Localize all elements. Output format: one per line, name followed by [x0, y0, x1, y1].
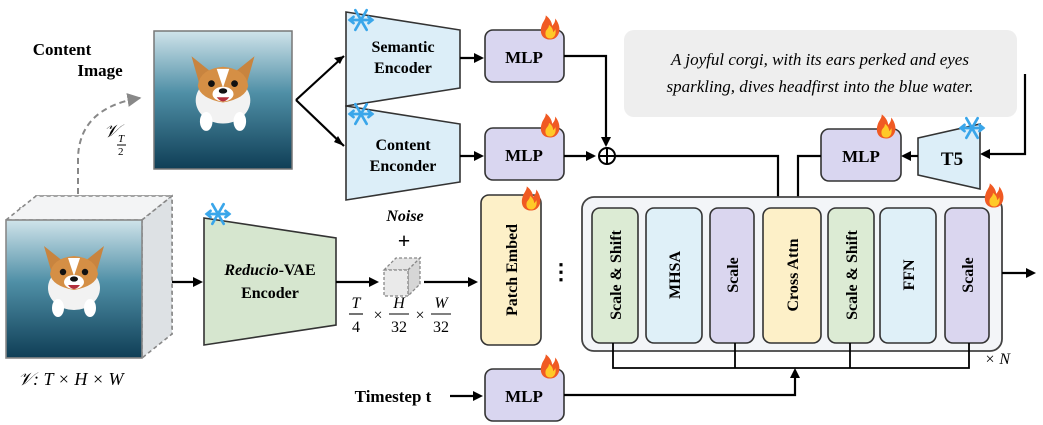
svg-text:Content: Content	[375, 137, 431, 154]
arrow-to-semantic	[295, 55, 345, 101]
subsample-label: 𝒱 T 2	[104, 121, 126, 158]
semantic-to-sum	[564, 54, 608, 145]
content-image-label-line1: Content	[33, 40, 92, 59]
svg-text:Enconder: Enconder	[370, 158, 437, 175]
scale-shift-block: Scale & Shift	[827, 207, 875, 344]
subsample-arrow	[77, 93, 142, 194]
mlp-content: MLP	[484, 127, 565, 181]
svg-text:4: 4	[352, 319, 360, 336]
cross-attn-block: Cross Attn	[762, 207, 822, 344]
svg-text:W: W	[434, 295, 449, 312]
fire-icon	[540, 354, 560, 379]
patch-embed: Patch Embed	[480, 194, 542, 346]
content-image	[153, 30, 293, 170]
content-image-label-line2: Image	[77, 61, 123, 80]
t5-encoder: T5	[917, 122, 981, 191]
scale-block: Scale	[944, 207, 990, 344]
fire-icon	[984, 183, 1004, 208]
video-label: 𝒱: T × H × W	[18, 369, 125, 389]
latent-cube	[382, 256, 422, 298]
svg-text:T: T	[352, 295, 362, 312]
dit-block-label: Cross Attn	[785, 238, 802, 311]
svg-text:MLP: MLP	[505, 387, 543, 406]
svg-text:×: ×	[415, 307, 424, 324]
svg-text:sparkling, dives headfirst int: sparkling, dives headfirst into the blue…	[667, 77, 974, 96]
timestep-to-modulation	[564, 372, 797, 397]
dit-block-label: MHSA	[667, 251, 684, 299]
dit-block-label: Scale & Shift	[608, 229, 625, 319]
dit-block-label: Scale	[960, 257, 977, 293]
semantic-encoder: Semantic Encoder	[345, 11, 461, 107]
ellipsis: ⋮	[550, 259, 572, 284]
noise-label: Noise	[385, 208, 423, 225]
scale-shift-block: Scale & Shift	[591, 207, 639, 344]
fire-icon	[521, 186, 541, 211]
svg-text:Patch Embed: Patch Embed	[504, 224, 521, 316]
dit-block-label: Scale & Shift	[844, 229, 861, 319]
latent-shape: T 4 × H 32 × W 32	[349, 295, 451, 336]
svg-text:Encoder: Encoder	[374, 60, 432, 77]
svg-text:MLP: MLP	[505, 48, 543, 67]
condition-to-cross-attn	[615, 154, 780, 204]
repeat-label: × N	[985, 351, 1012, 368]
dit-block-label: FFN	[901, 259, 918, 291]
reducio-vae-encoder: Reducio-VAE Encoder	[203, 217, 337, 346]
text-to-cross-attn	[796, 154, 821, 204]
svg-text:H: H	[392, 295, 406, 312]
input-video-cube	[3, 194, 175, 360]
svg-text:MLP: MLP	[505, 146, 543, 165]
dit-block-label: Scale	[725, 257, 742, 293]
svg-text:MLP: MLP	[842, 147, 880, 166]
video-frame-image	[5, 219, 143, 359]
content-encoder: Content Enconder	[345, 105, 461, 201]
svg-text:32: 32	[433, 319, 449, 336]
fire-icon	[540, 113, 560, 138]
text-prompt: A joyful corgi, with its ears perked and…	[624, 30, 1017, 117]
svg-text:Reducio-VAE: Reducio-VAE	[223, 262, 315, 279]
svg-text:2: 2	[118, 146, 124, 158]
fire-icon	[876, 114, 896, 139]
svg-text:Encoder: Encoder	[241, 285, 299, 302]
scale-block: Scale	[709, 207, 755, 344]
svg-text:T5: T5	[941, 149, 963, 170]
plus-sign: +	[398, 228, 411, 253]
timestep-label: Timestep t	[355, 387, 432, 406]
ffn-block: FFN	[879, 207, 937, 344]
svg-text:T: T	[118, 133, 125, 145]
sum-node	[598, 147, 616, 165]
prompt-to-t5	[984, 74, 1027, 156]
modulation-bus	[612, 343, 970, 369]
svg-text:A joyful corgi, with its ears: A joyful corgi, with its ears perked and…	[670, 50, 969, 69]
fire-icon	[540, 15, 560, 40]
svg-text:×: ×	[373, 307, 382, 324]
mhsa-block: MHSA	[645, 207, 703, 344]
arrow-to-content	[295, 99, 345, 147]
svg-text:32: 32	[391, 319, 407, 336]
svg-text:Semantic: Semantic	[371, 39, 434, 56]
